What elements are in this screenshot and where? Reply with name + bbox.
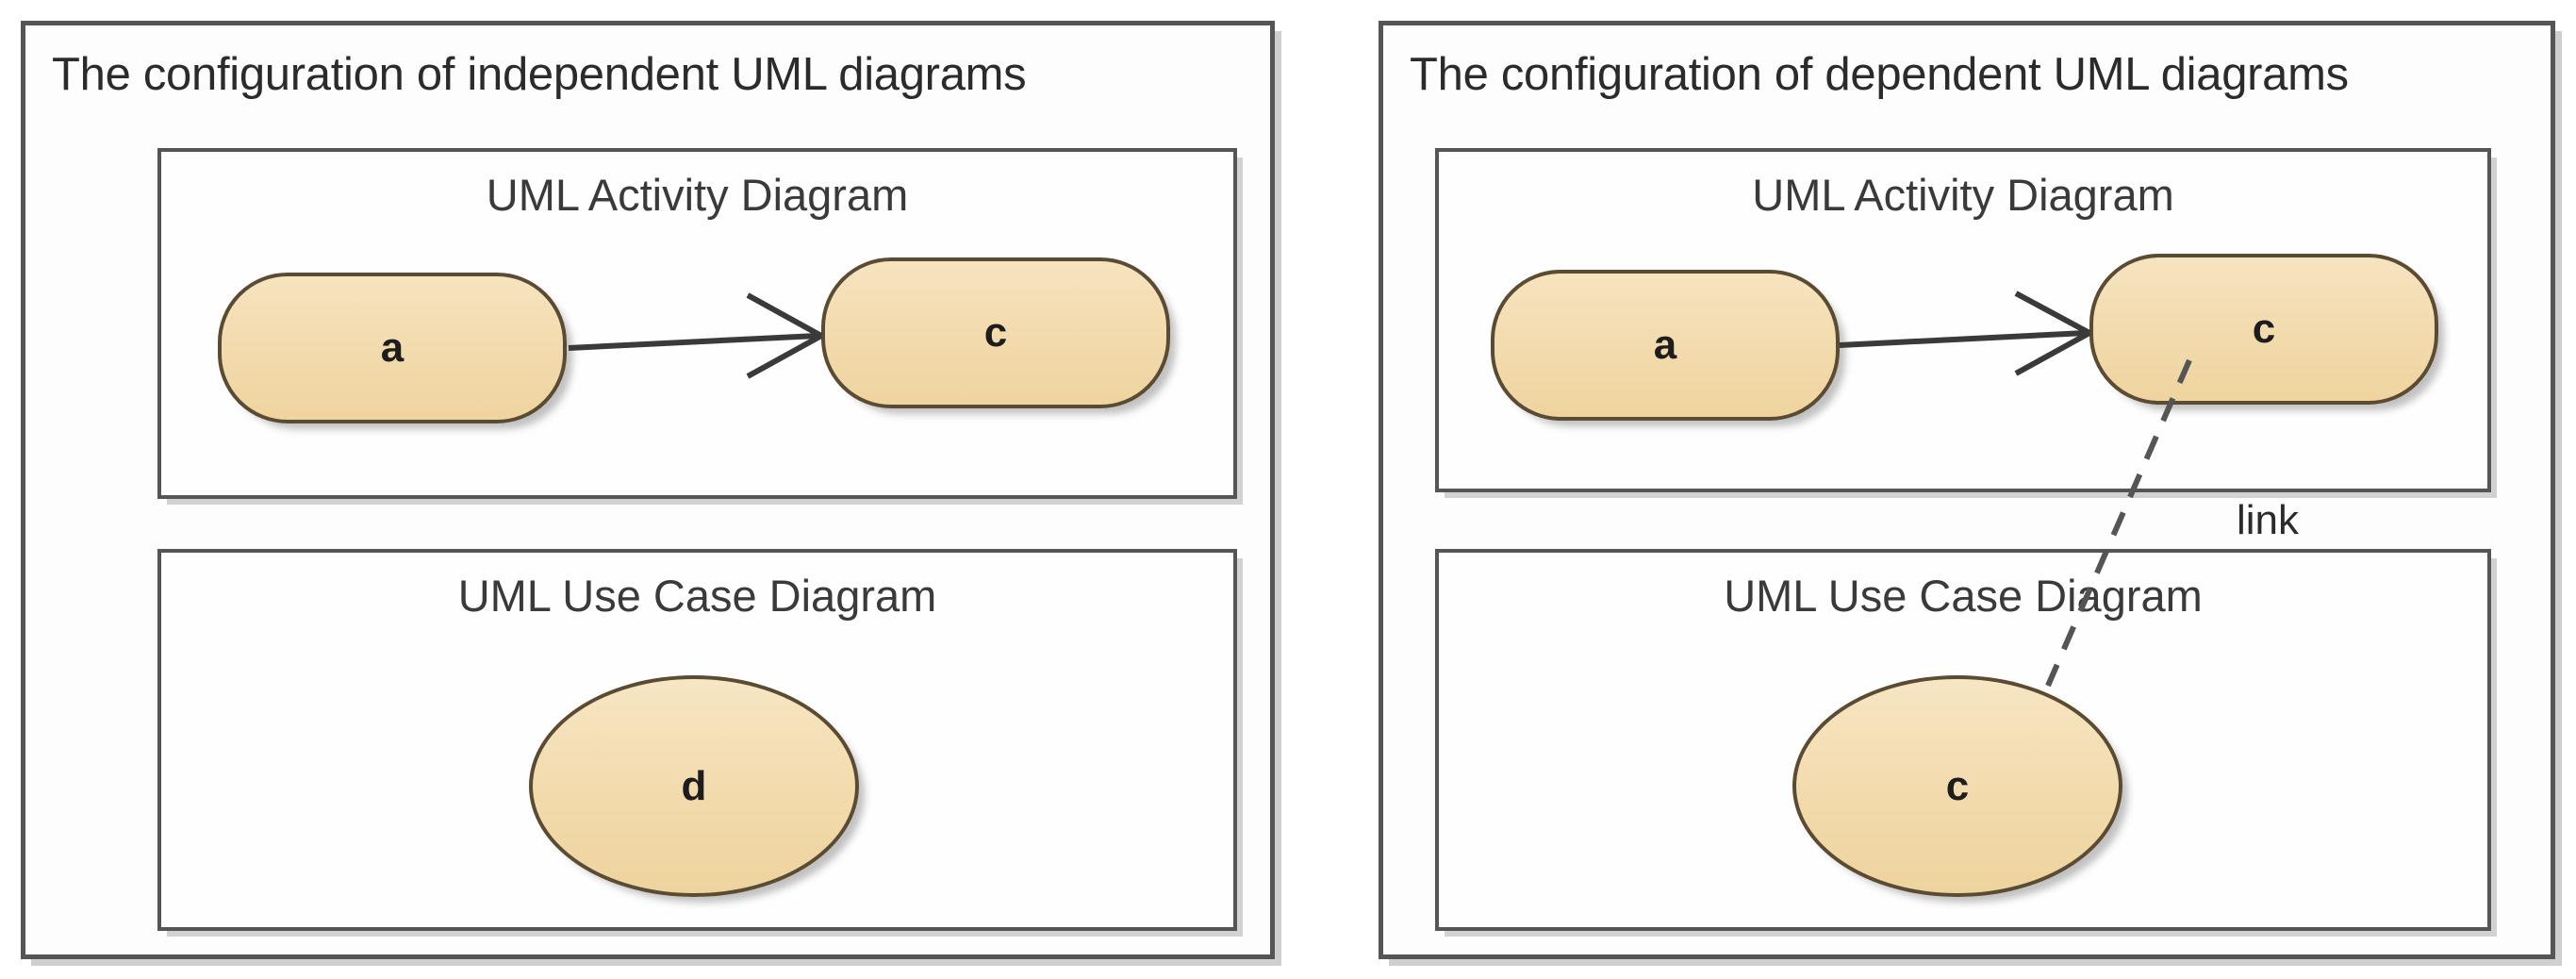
diagram-title-usecase-independent: UML Use Case Diagram bbox=[457, 571, 937, 621]
activity-node-a-label-dependent: a bbox=[1653, 322, 1677, 368]
diagram-title-usecase-dependent: UML Use Case Diagram bbox=[1724, 571, 2203, 621]
activity-node-a-label-independent: a bbox=[380, 324, 405, 371]
activity-node-a-independent[interactable]: a bbox=[218, 273, 567, 423]
panel-independent-configuration: The configuration of independent UML dia… bbox=[21, 21, 1275, 959]
usecase-node-d-independent[interactable]: d bbox=[529, 675, 859, 897]
usecase-node-c-dependent[interactable]: c bbox=[1792, 675, 2122, 897]
panel-title-independent: The configuration of independent UML dia… bbox=[52, 49, 1027, 100]
activity-node-c-independent[interactable]: c bbox=[821, 257, 1170, 408]
activity-node-c-label-dependent: c bbox=[2252, 306, 2276, 352]
activity-node-c-label-independent: c bbox=[983, 309, 1008, 356]
diagram-title-activity-independent: UML Activity Diagram bbox=[486, 170, 909, 220]
diagram-box-usecase-independent: UML Use Case Diagram d bbox=[157, 549, 1237, 931]
diagram-box-activity-independent: UML Activity Diagram a c bbox=[157, 148, 1237, 499]
usecase-node-d-label-independent: d bbox=[681, 762, 707, 809]
activity-node-a-dependent[interactable]: a bbox=[1491, 270, 1840, 421]
diagram-title-activity-dependent: UML Activity Diagram bbox=[1752, 170, 2174, 220]
cross-diagram-link-label: link bbox=[2237, 497, 2300, 543]
activity-node-c-dependent[interactable]: c bbox=[2089, 254, 2438, 405]
usecase-node-c-label-dependent: c bbox=[1945, 762, 1970, 809]
panel-dependent-configuration: The configuration of dependent UML diagr… bbox=[1379, 21, 2555, 959]
diagram-box-usecase-dependent: UML Use Case Diagram c bbox=[1435, 549, 2491, 931]
diagram-box-activity-dependent: UML Activity Diagram a c bbox=[1435, 148, 2491, 492]
panel-title-dependent: The configuration of dependent UML diagr… bbox=[1410, 49, 2349, 100]
